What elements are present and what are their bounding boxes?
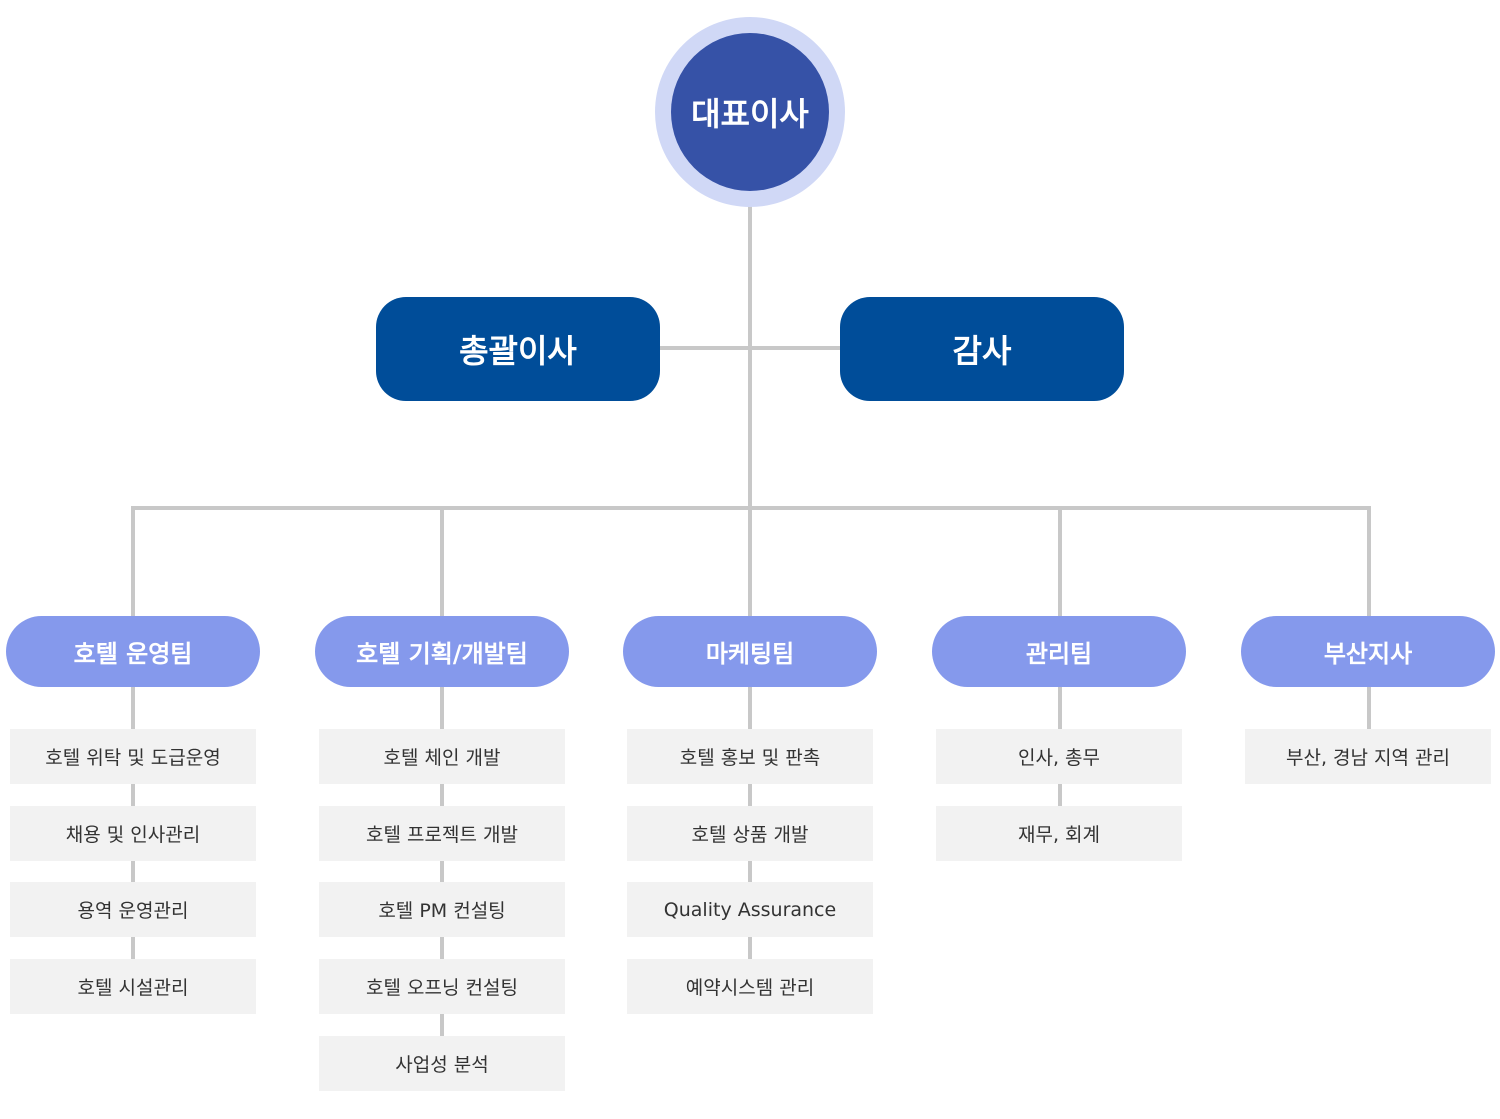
connector-exec-horizontal — [658, 346, 842, 350]
task-label: 호텔 체인 개발 — [383, 747, 501, 769]
ceo-label: 대표이사 — [691, 95, 809, 133]
task-box: 호텔 위탁 및 도급운영 — [10, 729, 256, 784]
task-box: Quality Assurance — [627, 882, 873, 937]
task-label: 호텔 위탁 및 도급운영 — [45, 747, 221, 769]
task-box: 예약시스템 관리 — [627, 959, 873, 1014]
task-box: 호텔 PM 컨설팅 — [319, 882, 565, 937]
connector-team-drop — [131, 506, 135, 618]
task-box: 인사, 총무 — [936, 729, 1182, 784]
task-label: 호텔 홍보 및 판촉 — [679, 747, 821, 769]
task-label: 부산, 경남 지역 관리 — [1286, 747, 1450, 769]
connector-team-drop — [1058, 506, 1062, 618]
task-label: 인사, 총무 — [1018, 747, 1100, 769]
team-label: 호텔 기획/개발팀 — [356, 640, 528, 668]
task-box: 채용 및 인사관리 — [10, 806, 256, 861]
connector-task-column — [440, 685, 444, 1040]
task-box: 재무, 회계 — [936, 806, 1182, 861]
ceo-node: 대표이사 — [671, 33, 829, 191]
task-label: 호텔 시설관리 — [77, 977, 189, 999]
team-label: 관리팀 — [1025, 640, 1093, 668]
connector-team-drop — [1367, 506, 1371, 618]
task-label: 호텔 PM 컨설팅 — [378, 900, 506, 922]
task-label: 호텔 프로젝트 개발 — [366, 824, 518, 846]
task-label: 용역 운영관리 — [77, 900, 189, 922]
connector-ceo-trunk — [748, 205, 752, 508]
team-node-hotel-operations: 호텔 운영팀 — [6, 616, 260, 687]
task-box: 호텔 체인 개발 — [319, 729, 565, 784]
task-label: 사업성 분석 — [395, 1054, 489, 1076]
team-label: 호텔 운영팀 — [73, 640, 193, 668]
connector-team-drop — [440, 506, 444, 618]
task-label: 재무, 회계 — [1018, 824, 1100, 846]
exec-label: 총괄이사 — [459, 332, 577, 370]
task-box: 호텔 프로젝트 개발 — [319, 806, 565, 861]
task-box: 호텔 오프닝 컨설팅 — [319, 959, 565, 1014]
exec-node-auditor: 감사 — [840, 297, 1124, 401]
team-label: 부산지사 — [1323, 640, 1413, 668]
task-box: 호텔 홍보 및 판촉 — [627, 729, 873, 784]
team-node-hotel-planning: 호텔 기획/개발팀 — [315, 616, 569, 687]
team-node-management: 관리팀 — [932, 616, 1186, 687]
connector-task-column — [1367, 685, 1371, 735]
task-label: 예약시스템 관리 — [685, 977, 815, 999]
team-label: 마케팅팀 — [705, 640, 795, 668]
task-box: 사업성 분석 — [319, 1036, 565, 1091]
task-box: 용역 운영관리 — [10, 882, 256, 937]
task-label: Quality Assurance — [663, 898, 837, 921]
task-box: 부산, 경남 지역 관리 — [1245, 729, 1491, 784]
exec-node-general-director: 총괄이사 — [376, 297, 660, 401]
task-label: 채용 및 인사관리 — [65, 824, 201, 846]
task-label: 호텔 상품 개발 — [691, 824, 809, 846]
task-label: 호텔 오프닝 컨설팅 — [366, 977, 518, 999]
team-node-marketing: 마케팅팀 — [623, 616, 877, 687]
connector-team-drop — [748, 506, 752, 618]
task-box: 호텔 시설관리 — [10, 959, 256, 1014]
exec-label: 감사 — [952, 332, 1012, 370]
task-box: 호텔 상품 개발 — [627, 806, 873, 861]
team-node-busan-branch: 부산지사 — [1241, 616, 1495, 687]
